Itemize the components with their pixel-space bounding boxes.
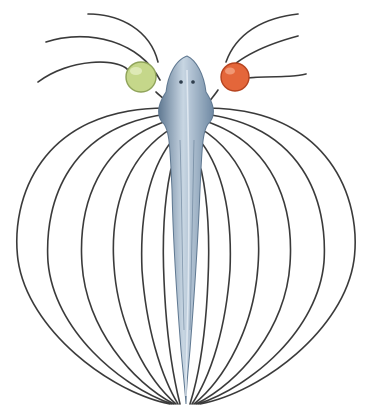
sphere-icon [221,63,249,91]
field-line-left-loop-3 [82,120,174,404]
fish-eye-left [179,80,183,84]
field-line-right-loop-3 [196,120,290,404]
field-line-right-loop-1 [200,108,355,404]
field-line-right-top-1 [226,14,298,62]
fish [159,56,214,404]
field-line-left-loop-2 [48,114,172,404]
fish-eye-right [191,80,195,84]
sphere-icon [126,62,156,92]
sphere-highlight [225,68,235,75]
field-line-left-top-3 [38,62,128,82]
right-object [221,63,249,91]
field-line-right-top-3 [248,74,306,78]
left-object [126,62,156,92]
field-line-left-loop-1 [17,108,170,404]
sphere-highlight [130,67,142,75]
